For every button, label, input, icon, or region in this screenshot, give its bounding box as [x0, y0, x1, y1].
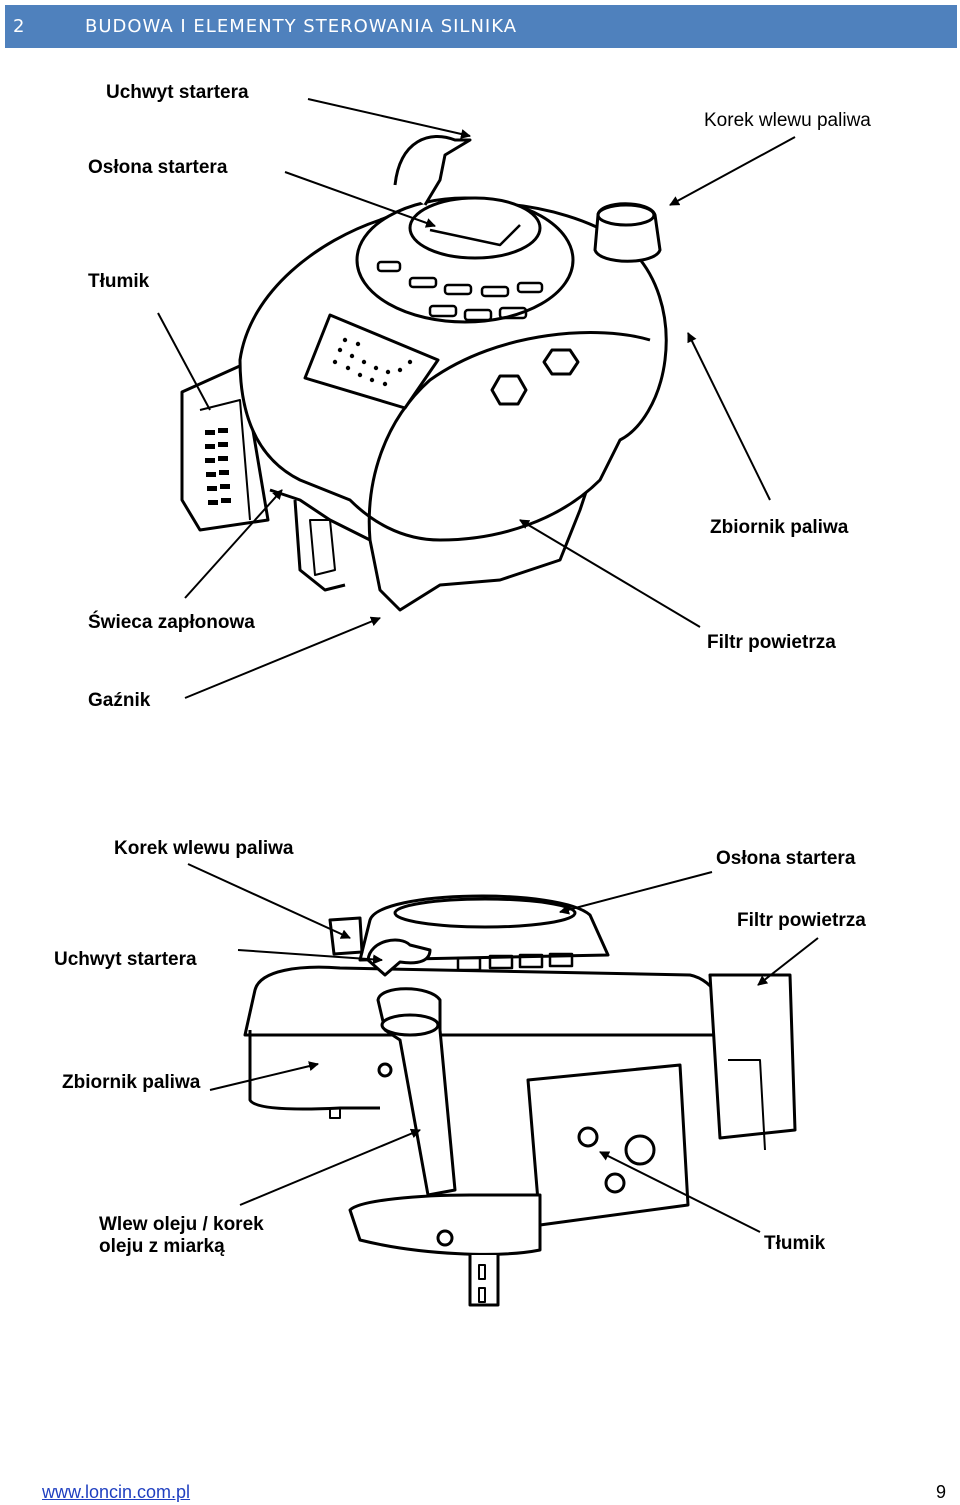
label-tlumik-top: Tłumik — [88, 271, 150, 292]
website-link[interactable]: www.loncin.com.pl — [42, 1482, 191, 1502]
label-oslona-startera-top: Osłona startera — [88, 157, 228, 178]
label-filtr-top: Filtr powietrza — [707, 632, 836, 653]
label-uchwyt-startera-bottom: Uchwyt startera — [54, 949, 197, 970]
top-leader-lines — [157, 98, 796, 699]
top-engine-illustration — [180, 135, 668, 612]
label-korek-wlewu-bottom: Korek wlewu paliwa — [114, 838, 294, 859]
label-zbiornik-paliwa-bottom: Zbiornik paliwa — [62, 1072, 201, 1093]
label-tlumik-bottom: Tłumik — [764, 1233, 826, 1254]
page-number: 9 — [936, 1482, 947, 1502]
label-wlew-oleju-bottom: Wlew oleju / korek oleju z miarką — [99, 1214, 264, 1257]
label-gaznik-top: Gaźnik — [88, 690, 151, 711]
label-uchwyt-startera-top: Uchwyt startera — [106, 82, 249, 103]
label-korek-wlewu-top: Korek wlewu paliwa — [704, 110, 871, 131]
label-swieca-top: Świeca zapłonowa — [88, 612, 255, 633]
label-oslona-startera-bottom: Osłona startera — [716, 848, 856, 869]
label-zbiornik-paliwa-top: Zbiornik paliwa — [710, 517, 849, 538]
bottom-leader-lines — [187, 863, 819, 1233]
section-title: BUDOWA I ELEMENTY STEROWANIA SILNIKA — [85, 16, 518, 37]
section-header: 2 BUDOWA I ELEMENTY STEROWANIA SILNIKA — [5, 5, 957, 48]
label-filtr-bottom: Filtr powietrza — [737, 910, 866, 931]
bottom-engine-illustration — [243, 894, 797, 1307]
section-number: 2 — [13, 16, 26, 37]
